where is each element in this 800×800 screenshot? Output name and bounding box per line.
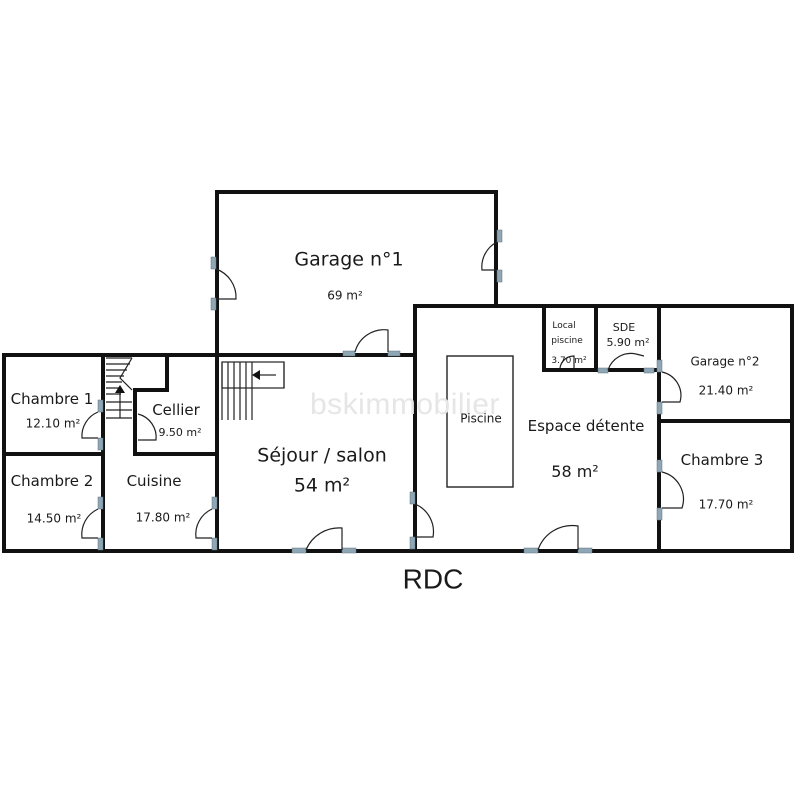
garage2-name: Garage n°2 [690,354,760,369]
chambre2-name: Chambre 2 [10,471,94,490]
level-label: RDC [402,563,464,595]
stairs-sejour [221,361,285,420]
cellier-area: 9.50 m² [158,425,202,439]
espace-detente-name: Espace détente [527,416,645,435]
chambre1-area: 12.10 m² [25,416,81,431]
sde-area: 5.90 m² [606,335,650,349]
watermark: bskimmobilier [310,388,500,421]
chambre3-name: Chambre 3 [680,450,764,469]
garage2-area: 21.40 m² [698,383,754,398]
local-piscine-name-1: Local [552,321,576,332]
espace-detente-area: 58 m² [551,462,599,482]
sde-name: SDE [612,320,636,334]
garage1-area: 69 m² [327,288,363,303]
local-piscine-name-2: piscine [551,336,583,347]
piscine-name: Piscine [460,411,502,426]
sejour-area: 54 m² [293,474,351,497]
cuisine-name: Cuisine [126,471,182,490]
pool-outline [446,355,514,488]
chambre2-area: 14.50 m² [26,511,82,526]
garage1-name: Garage n°1 [294,248,404,271]
sejour-name: Séjour / salon [257,444,387,467]
chambre1-name: Chambre 1 [10,389,94,408]
walls [2,190,794,553]
doors [81,229,685,554]
chambre3-area: 17.70 m² [698,497,754,512]
cellier-name: Cellier [152,400,200,419]
stairs-left [106,357,133,419]
local-piscine-area: 3.70 m² [551,356,587,367]
cuisine-area: 17.80 m² [135,510,191,525]
